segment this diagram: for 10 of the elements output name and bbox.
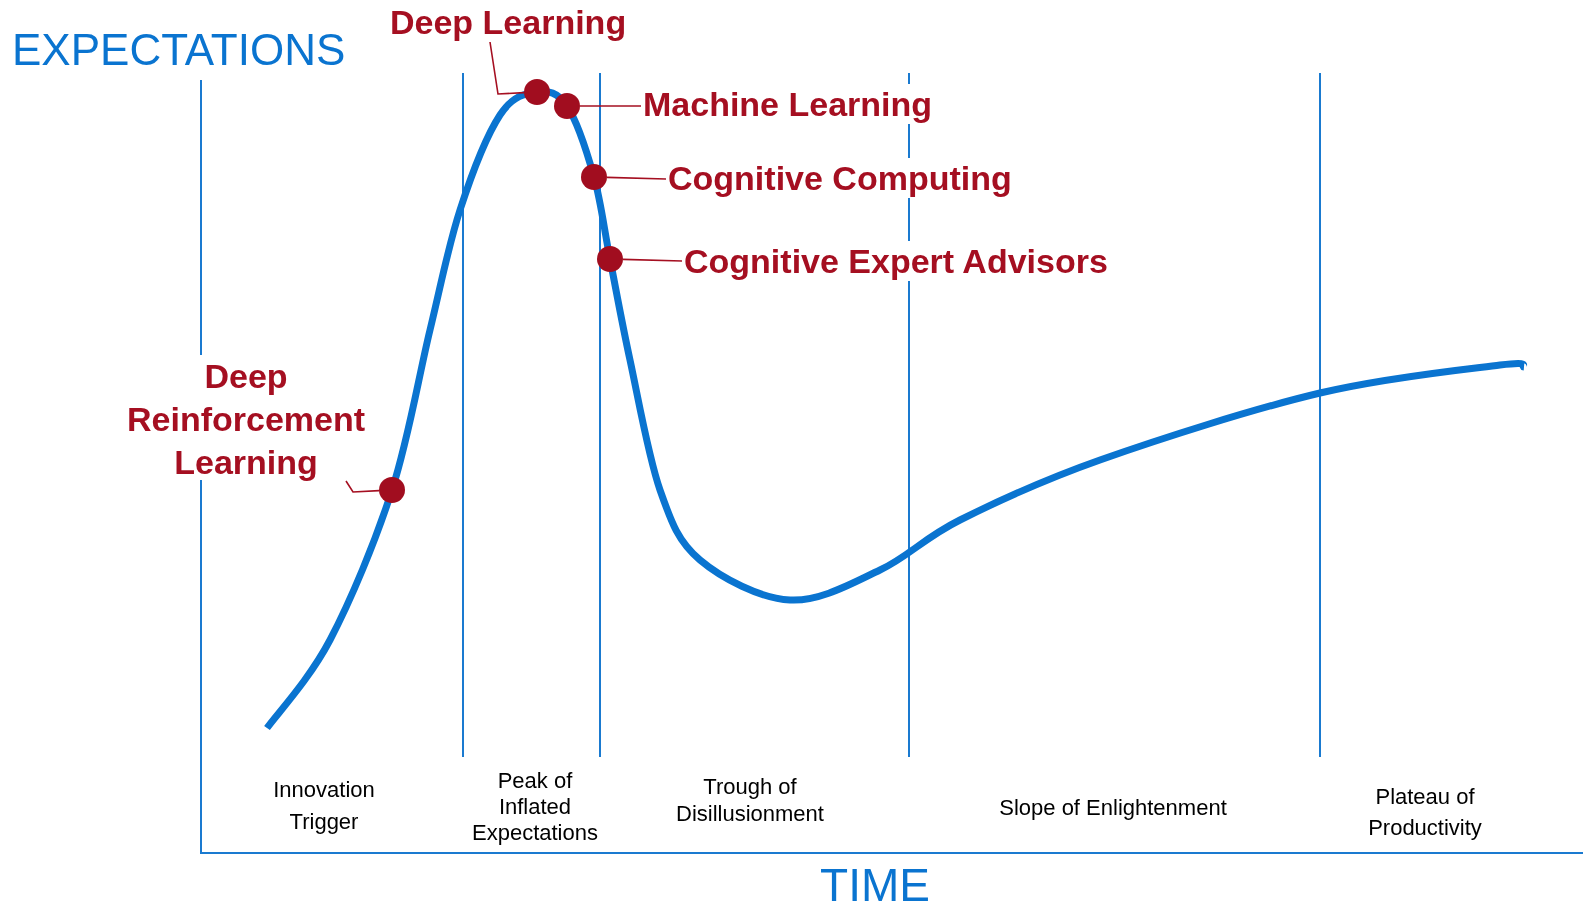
leader-line xyxy=(345,480,380,493)
data-point-marker xyxy=(379,477,405,503)
data-point-marker xyxy=(554,93,580,119)
leader-line xyxy=(489,41,525,95)
data-point-marker xyxy=(524,79,550,105)
leader-line xyxy=(579,105,642,107)
data-point-marker xyxy=(581,164,607,190)
leader-line xyxy=(622,258,683,262)
data-point-marker xyxy=(597,246,623,272)
leader-line xyxy=(606,176,667,180)
